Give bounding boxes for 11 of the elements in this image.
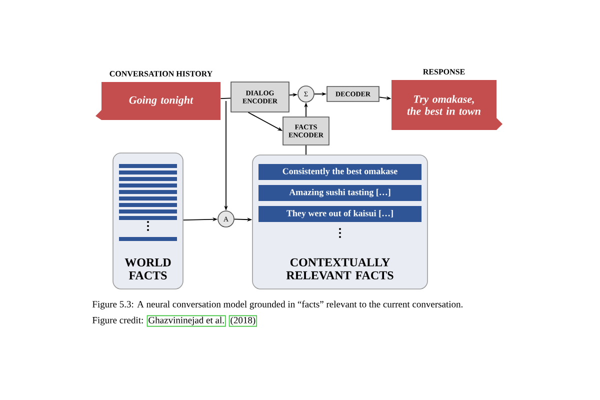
fact-bar: They were out of kaisui […] <box>258 206 422 222</box>
caption: Figure 5.3: A neural conversation model grounded in “facts” relevant to the current conversation. <box>92 300 463 310</box>
node-label: CONVERSATION HISTORY <box>110 71 212 76</box>
speech-bubble: CONVERSATION HISTORY Going tonight <box>96 71 220 120</box>
fact-bar: Consistently the best omakase <box>258 164 422 180</box>
speech-bubble: RESPONSE Try omakase, the best in town <box>392 69 502 130</box>
fact-bar: Amazing sushi tasting […] <box>258 185 422 201</box>
citation-link: (2018) <box>228 315 257 327</box>
node-label: RESPONSE <box>423 69 465 74</box>
citation-link: Ghazvininejad et al. <box>146 315 226 327</box>
caption-text: Figure credit: <box>92 316 143 326</box>
